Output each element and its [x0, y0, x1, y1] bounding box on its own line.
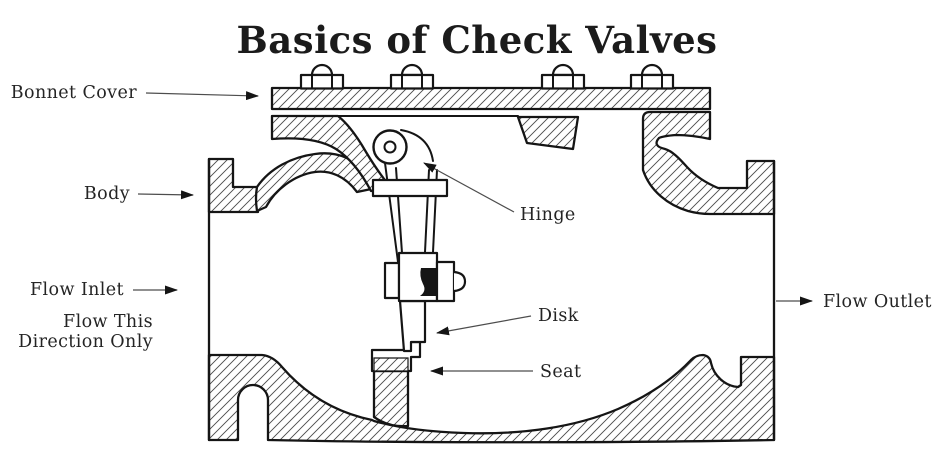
- left-dome-band: [254, 152, 378, 213]
- bonnet-wedge: [516, 115, 580, 151]
- seat-hatch: [373, 357, 409, 372]
- bolt: [299, 63, 345, 90]
- bonnet-cover-plate: [270, 86, 712, 111]
- label-hinge: Hinge: [520, 205, 576, 225]
- valve-mechanism: [370, 129, 467, 373]
- left-flange-top: [207, 157, 260, 214]
- label-flow-outlet: Flow Outlet: [823, 292, 932, 312]
- valve-body: [207, 110, 776, 444]
- label-flow-direction-2: Direction Only: [18, 332, 153, 352]
- hinge-pin-center: [383, 140, 397, 154]
- label-flow-inlet: Flow Inlet: [30, 280, 124, 300]
- disk-bolt-head: [435, 260, 456, 303]
- bolt: [540, 63, 586, 90]
- seat-column: [372, 369, 410, 428]
- disk-leader: [436, 315, 532, 336]
- disk-nut: [420, 268, 437, 296]
- label-body: Body: [84, 184, 130, 204]
- label-flow-direction-1: Flow This: [63, 312, 153, 332]
- label-bonnet-cover: Bonnet Cover: [11, 83, 137, 103]
- body-bottom-band: [207, 353, 776, 444]
- hinge-leader: [423, 162, 515, 213]
- label-disk: Disk: [538, 306, 579, 326]
- hinge-bracket: [371, 178, 449, 198]
- bolt: [389, 63, 435, 90]
- disk-bolt-dome: [453, 270, 467, 293]
- hinge-swing-arc: [400, 129, 434, 162]
- disk-washer: [383, 261, 401, 300]
- bolt: [629, 63, 675, 90]
- label-seat: Seat: [540, 362, 581, 382]
- page-title: Basics of Check Valves: [237, 18, 718, 62]
- right-upper-body: [641, 110, 776, 216]
- leader-lines: [133, 91, 813, 376]
- bonnet-cover-group: [270, 63, 712, 111]
- bonnet-cover-leader: [145, 91, 259, 101]
- body-leader: [137, 190, 194, 200]
